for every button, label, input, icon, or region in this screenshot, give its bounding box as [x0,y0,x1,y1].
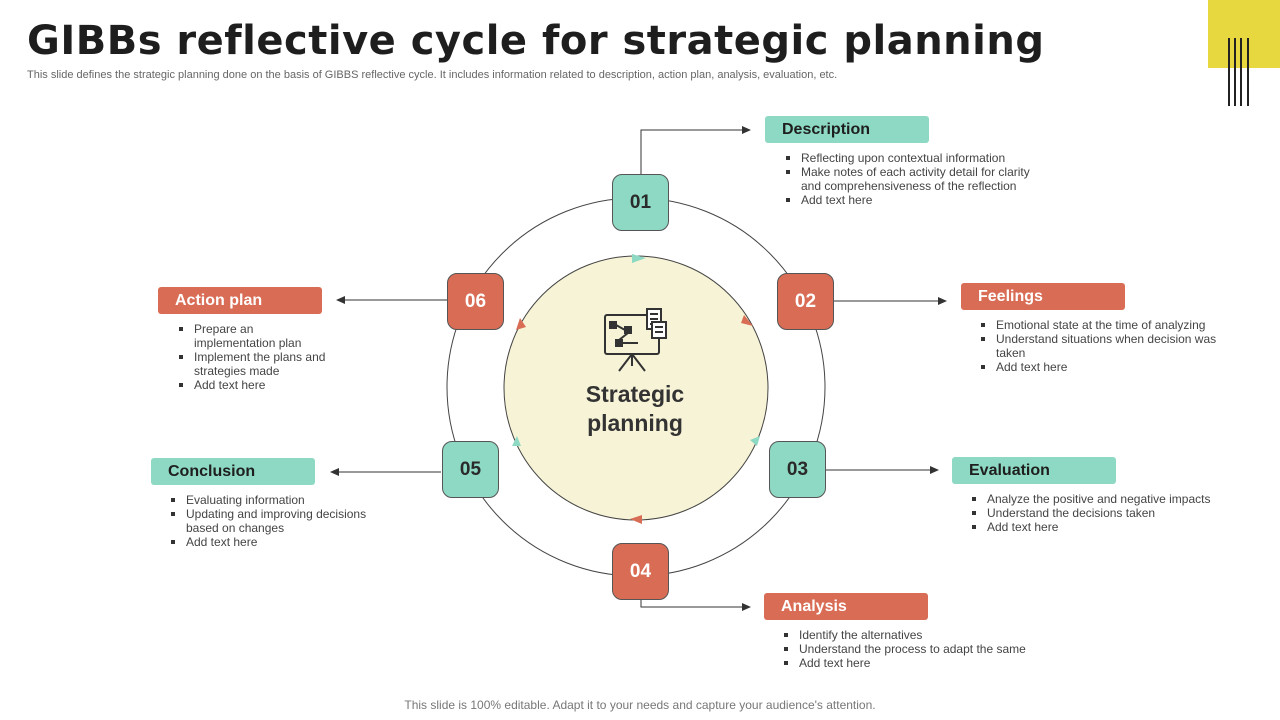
step-node-02: 02 [777,273,834,330]
label-analysis: Analysis [764,593,928,620]
bullet-item: Add text here [783,193,1043,207]
bullet-item: Prepare an implementation plan [176,322,336,350]
page-subtitle: This slide defines the strategic plannin… [27,69,838,81]
label-feelings: Feelings [961,283,1125,310]
bullets-analysis: Identify the alternatives Understand the… [781,628,1051,670]
connector-04 [640,600,751,611]
bullets-feelings: Emotional state at the time of analyzing… [978,318,1218,374]
label-conclusion: Conclusion [151,458,315,485]
bullet-item: Add text here [978,360,1218,374]
bullet-item: Understand situations when decision was … [978,332,1218,360]
step-node-06: 06 [447,273,504,330]
bullet-item: Add text here [168,535,378,549]
presentation-board-icon [604,308,667,372]
bullets-action-plan: Prepare an implementation plan Implement… [176,322,336,392]
center-title: Strategic planning [585,381,685,436]
bullet-item: Evaluating information [168,493,378,507]
step-node-01: 01 [612,174,669,231]
cycle-arrow-2 [741,315,753,326]
label-evaluation: Evaluation [952,457,1116,484]
step-node-04: 04 [612,543,669,600]
step-node-03: 03 [769,441,826,498]
cycle-arrow-3 [750,436,760,446]
connector-01 [640,126,751,174]
bullets-description: Reflecting upon contextual information M… [783,151,1043,207]
bullet-item: Implement the plans and strategies made [176,350,336,378]
bullet-item: Analyze the positive and negative impact… [969,492,1229,506]
bullets-evaluation: Analyze the positive and negative impact… [969,492,1229,534]
bullet-item: Emotional state at the time of analyzing [978,318,1218,332]
bullets-conclusion: Evaluating information Updating and impr… [168,493,378,549]
bullet-item: Identify the alternatives [781,628,1051,642]
label-action-plan: Action plan [158,287,322,314]
label-description: Description [765,116,929,143]
bullet-item: Updating and improving decisions based o… [168,507,378,535]
cycle-arrow-4 [630,515,642,524]
bullet-item: Add text here [176,378,336,392]
bullet-item: Reflecting upon contextual information [783,151,1043,165]
bullet-item: Make notes of each activity detail for c… [783,165,1043,193]
bullet-item: Understand the process to adapt the same [781,642,1051,656]
cycle-arrow-6 [516,318,526,330]
cycle-arrow-1 [632,254,646,263]
corner-accent [1208,0,1280,68]
bullet-item: Add text here [781,656,1051,670]
decorative-bars [1228,38,1250,106]
footer-note: This slide is 100% editable. Adapt it to… [404,698,876,712]
page-title: GIBBs reflective cycle for strategic pla… [27,18,1045,64]
cycle-arrow-5 [512,436,521,446]
bullet-item: Understand the decisions taken [969,506,1229,520]
bullet-item: Add text here [969,520,1229,534]
step-node-05: 05 [442,441,499,498]
